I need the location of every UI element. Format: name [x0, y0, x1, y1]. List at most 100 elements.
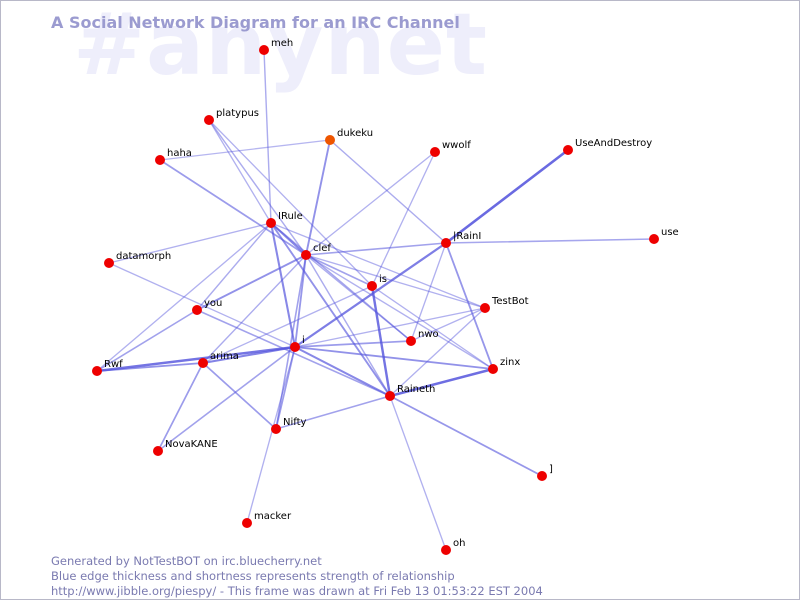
- edge-platypus-is: [208, 119, 373, 287]
- node-label-dukeku: dukeku: [337, 128, 373, 139]
- edge-IRule-nwo: [270, 222, 412, 342]
- node-dot-oh: [441, 545, 451, 555]
- node-label-zinx: zinx: [500, 357, 520, 368]
- node-dot-haha: [155, 155, 165, 165]
- edge-TestBot-nwo: [410, 307, 486, 342]
- edge-is-zinx: [371, 285, 494, 370]
- node-oh: oh: [441, 538, 465, 555]
- node-dot-i: [290, 342, 300, 352]
- node-dot-you: [192, 305, 202, 315]
- node-haha: haha: [155, 148, 192, 165]
- edge-datamorph-i: [108, 262, 296, 348]
- node-label-platypus: platypus: [216, 108, 259, 119]
- node-dot-Raineth: [385, 391, 395, 401]
- node-arima: arima: [198, 351, 239, 368]
- node-dot-Rwf: [92, 366, 102, 376]
- diagram-title: A Social Network Diagram for an IRC Chan…: [51, 13, 460, 32]
- edge-Rwf-arima: [96, 362, 204, 372]
- node-dot-Nifty: [271, 424, 281, 434]
- node-use: use: [649, 227, 679, 244]
- node-layer: meh platypus dukeku wwolf UseAndDestroy hahaI…: [92, 38, 679, 555]
- edge-IRule-Rwf: [96, 222, 272, 372]
- node-NovaKANE: NovaKANE: [153, 439, 218, 456]
- footer-legend-note: Blue edge thickness and shortness repres…: [51, 569, 455, 583]
- node-label-clef: clef: [313, 243, 331, 254]
- node-dot-NovaKANE: [153, 446, 163, 456]
- node-meh: meh: [259, 38, 293, 55]
- node-label-you: you: [204, 298, 222, 309]
- node-label-datamorph: datamorph: [116, 251, 171, 262]
- node-clef: clef: [301, 243, 331, 260]
- edge-i-Nifty: [275, 346, 296, 430]
- edge-clef-arima: [202, 254, 307, 364]
- node-label-Nifty: Nifty: [283, 417, 307, 428]
- edge-TestBot-i: [294, 307, 486, 348]
- footer: Generated by NotTestBOT on irc.bluecherr…: [51, 554, 543, 599]
- node-J: ]: [537, 464, 553, 481]
- node-platypus: platypus: [204, 108, 259, 125]
- edge-i-Rwf: [95, 345, 297, 373]
- node-label-macker: macker: [254, 511, 292, 522]
- node-dot-IRainI: [441, 238, 451, 248]
- edge-Raineth-J: [389, 395, 543, 477]
- edge-i-zinx: [294, 346, 494, 370]
- node-label-use: use: [661, 227, 679, 238]
- node-datamorph: datamorph: [104, 251, 171, 268]
- node-you: you: [192, 298, 222, 315]
- footer-generated-by: Generated by NotTestBOT on irc.bluecherr…: [51, 554, 322, 568]
- channel-watermark: #anynet: [73, 0, 489, 95]
- edge-you-Rwf: [96, 309, 198, 372]
- edge-wwolf-clef: [305, 151, 436, 256]
- node-dot-macker: [242, 518, 252, 528]
- node-dot-platypus: [204, 115, 214, 125]
- node-dot-TestBot: [480, 303, 490, 313]
- node-nwo: nwo: [406, 329, 439, 346]
- edge-arima-NovaKANE: [157, 362, 204, 452]
- edge-IRainI-i: [293, 241, 448, 349]
- node-dot-clef: [301, 250, 311, 260]
- node-is: is: [367, 274, 387, 291]
- edge-clef-Raineth: [305, 254, 391, 397]
- edge-IRainI-zinx: [445, 242, 494, 370]
- edge-arima-Nifty: [202, 362, 277, 430]
- edge-dukeku-clef: [305, 139, 331, 256]
- node-dot-arima: [198, 358, 208, 368]
- node-Nifty: Nifty: [271, 417, 307, 434]
- edge-clef-nwo: [305, 254, 412, 342]
- edge-i-nwo: [294, 340, 412, 348]
- edge-IRule-TestBot: [270, 222, 486, 309]
- edge-i-NovaKANE: [157, 346, 296, 452]
- edge-platypus-IRule: [208, 119, 272, 224]
- edge-zinx-Raineth: [388, 367, 495, 398]
- node-IRule: IRule: [266, 211, 303, 228]
- node-dot-IRule: [266, 218, 276, 228]
- footer-timestamp: http://www.jibble.org/piespy/ - This fra…: [51, 584, 543, 598]
- edge-Raineth-oh: [389, 395, 447, 551]
- node-label-i: i: [302, 335, 305, 346]
- edge-datamorph-IRule: [108, 222, 272, 264]
- edge-platypus-clef: [208, 119, 307, 256]
- edge-layer: [95, 49, 655, 551]
- node-dot-J: [537, 471, 547, 481]
- node-dukeku: dukeku: [325, 128, 373, 145]
- edge-is-arima: [202, 285, 373, 364]
- node-label-Raineth: Raineth: [397, 384, 435, 395]
- edge-IRainI-nwo: [410, 242, 447, 342]
- node-label-oh: oh: [453, 538, 465, 549]
- node-TestBot: TestBot: [480, 296, 529, 313]
- node-dot-nwo: [406, 336, 416, 346]
- edge-IRule-i: [269, 221, 297, 349]
- node-label-NovaKANE: NovaKANE: [165, 439, 218, 450]
- node-label-J: ]: [549, 464, 553, 475]
- node-label-UseAndDestroy: UseAndDestroy: [575, 138, 652, 149]
- node-label-haha: haha: [167, 148, 192, 159]
- node-wwolf: wwolf: [430, 140, 471, 157]
- node-dot-dukeku: [325, 135, 335, 145]
- edge-is-Raineth: [370, 284, 392, 398]
- node-zinx: zinx: [488, 357, 520, 374]
- edge-wwolf-is: [371, 151, 436, 287]
- node-Raineth: Raineth: [385, 384, 435, 401]
- node-label-wwolf: wwolf: [442, 140, 471, 151]
